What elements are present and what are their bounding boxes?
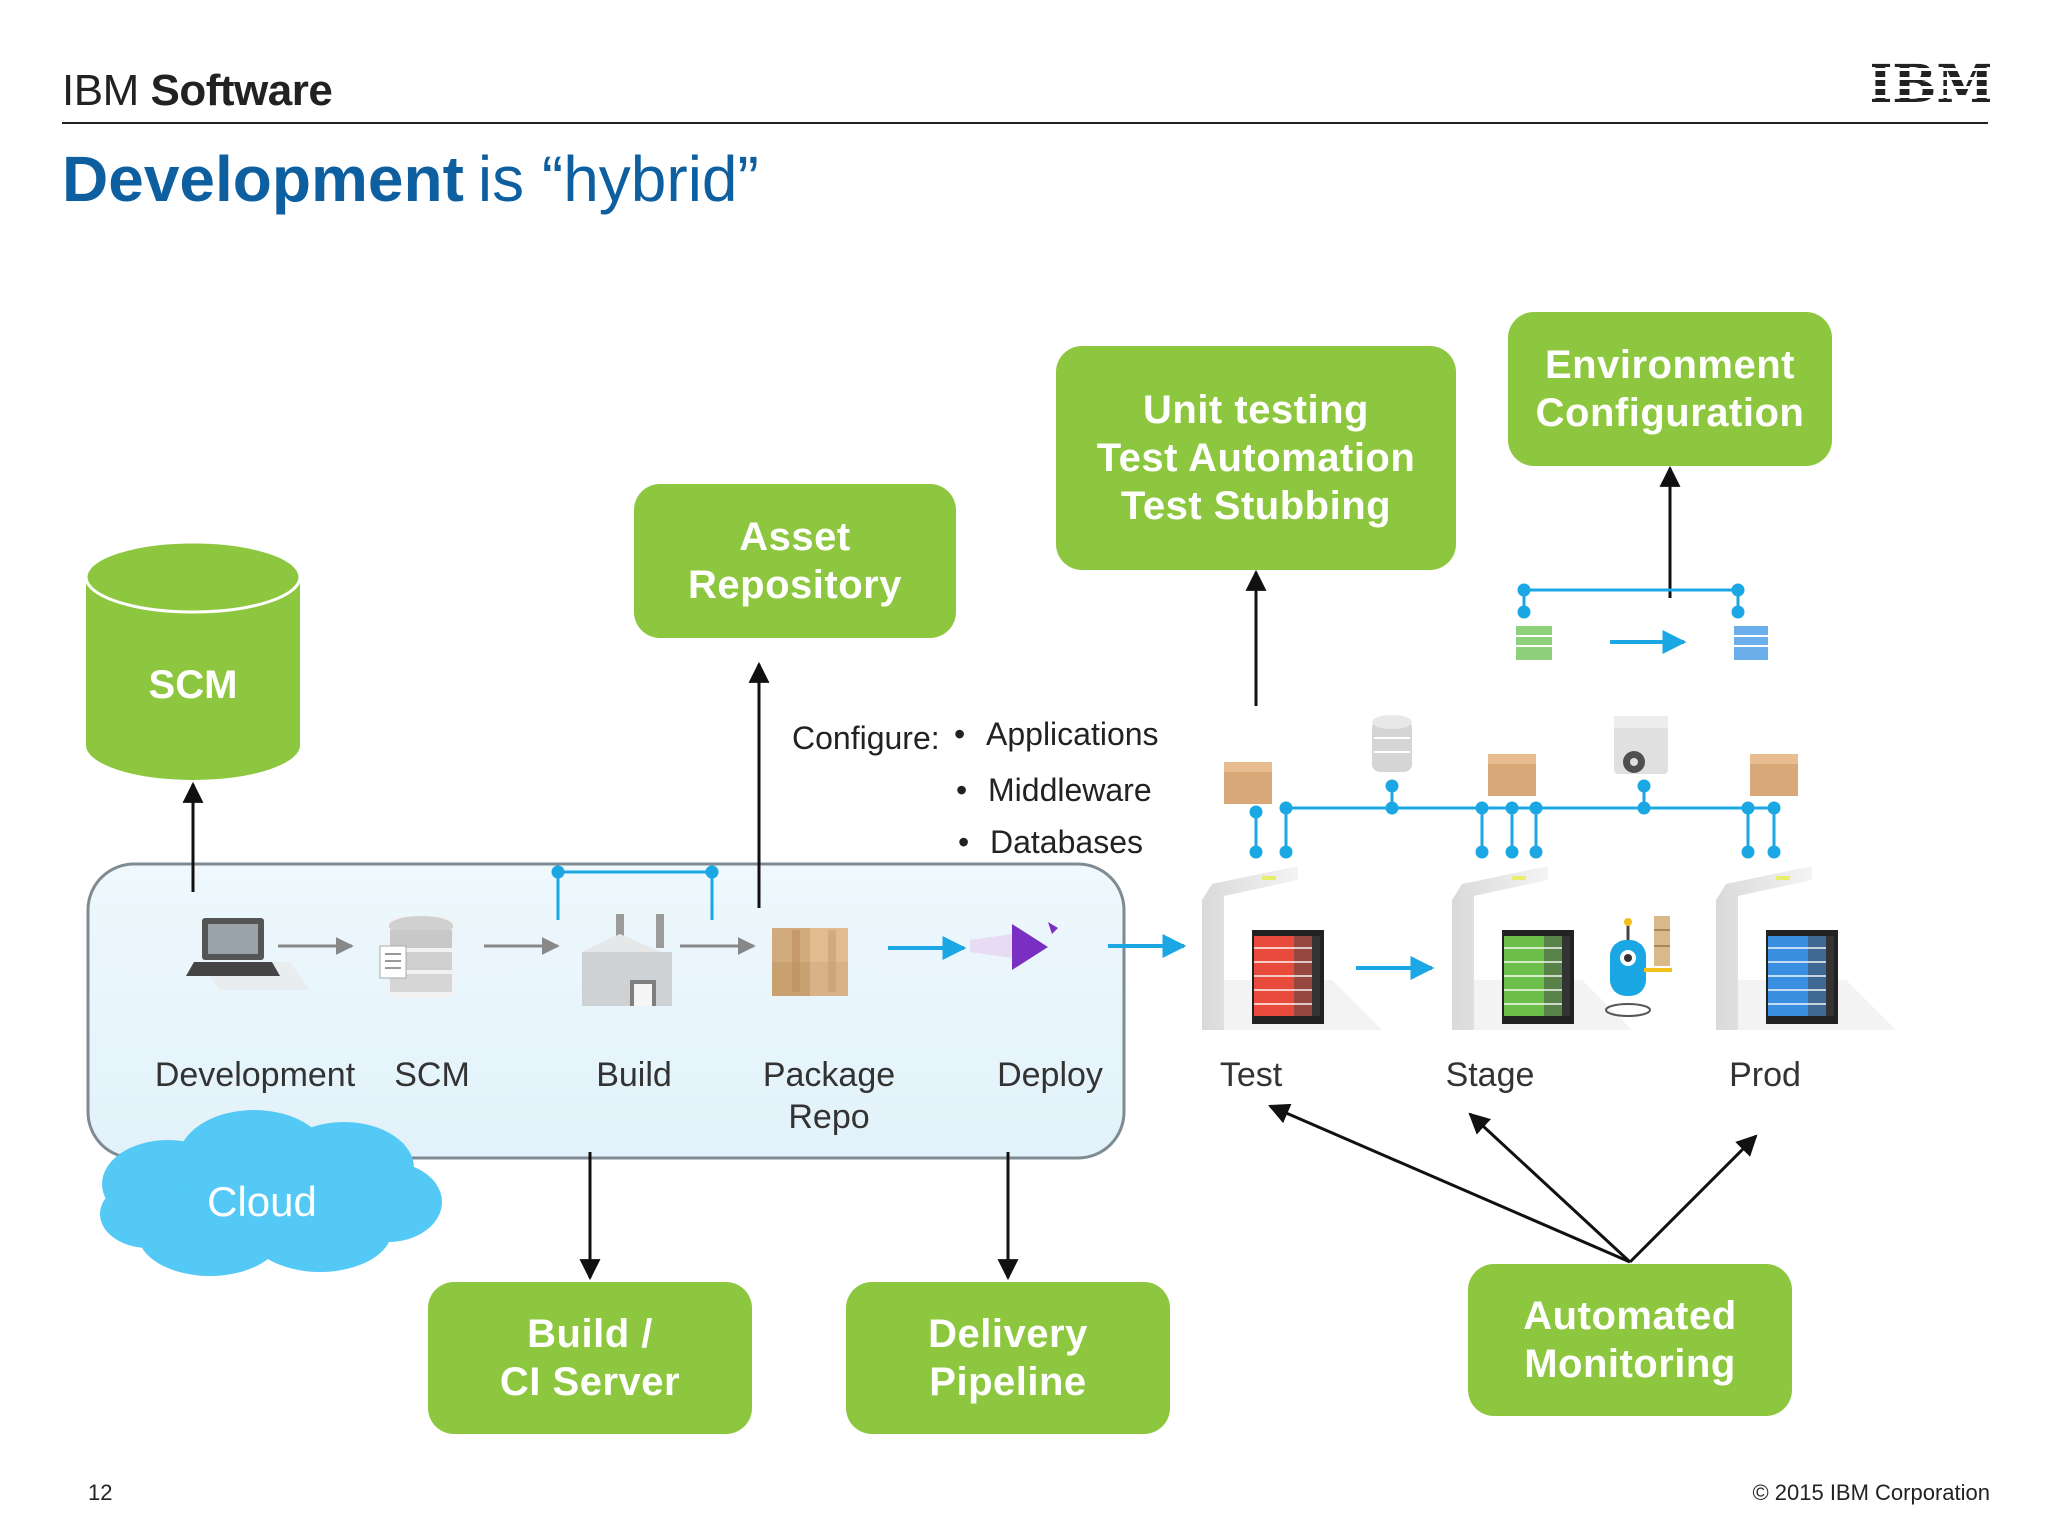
stage-label-repo: Repo [788,1098,870,1136]
gear-icon [1614,716,1668,774]
server-icon [379,916,454,998]
copyright: © 2015 IBM Corporation [1752,1480,1990,1505]
factory-icon [582,914,672,1006]
unit-testing-line3: Test Stubbing [1120,484,1392,528]
build-package-bracket [551,865,719,920]
ibm-logo: IBM [1872,58,1990,108]
unit-testing-line1: Unit testing [1143,388,1369,432]
asset-repo-line2: Repository [688,563,902,607]
configure-label: Configure: [792,720,940,756]
stage-label-deploy: Deploy [997,1056,1103,1094]
brand-software: Software [150,66,333,115]
scm-db-label: SCM [149,663,238,707]
delivery-line2: Pipeline [929,1360,1087,1404]
title-strong: Development [62,143,464,215]
unit-testing-box: Unit testing Test Automation Test Stubbi… [1056,346,1456,570]
deploy-arrow-icon [970,922,1058,970]
database-icon [1372,715,1412,772]
laptop-icon [186,918,310,990]
stage-label-package: Package [762,1056,896,1094]
delivery-pipeline-box: Delivery Pipeline [846,1282,1170,1434]
stage-label-development: Development [154,1056,356,1094]
package-box-icon [1224,754,1798,804]
page-number: 12 [88,1480,113,1505]
monitoring-line2: Monitoring [1524,1342,1736,1386]
configure-item-middleware: Middleware [956,772,1152,809]
build-ci-server-box: Build / CI Server [428,1282,752,1434]
env-network [1249,779,1781,859]
build-ci-line2: CI Server [499,1360,681,1404]
mini-server-blue-icon [1734,626,1768,660]
title-light: is “hybrid” [477,143,759,215]
arrow-monitor-to-test [1268,1103,1631,1264]
environment-gates [1202,866,1896,1030]
environment-configuration-box: Environment Configuration [1508,312,1832,466]
gate-prod-icon [1716,866,1896,1030]
gate-test-icon [1202,866,1382,1030]
brand-ibm: IBM [62,66,139,115]
ibm-logo-text: IBM [1872,58,1990,108]
stage-label-scm: SCM [394,1056,470,1094]
asset-repository-box: Asset Repository [634,484,956,638]
scm-database-icon [84,540,302,780]
automated-monitoring-box: Automated Monitoring [1468,1264,1792,1416]
unit-testing-line2: Test Automation [1096,436,1416,480]
delivery-line1: Delivery [928,1312,1088,1356]
env-config-network [1517,583,1745,619]
build-ci-line1: Build / [527,1312,653,1356]
cloud-icon [100,1110,442,1276]
robot-icon [1605,916,1672,1017]
asset-repo-line1: Asset [739,515,851,559]
configure-item-applications: Applications [954,716,1158,753]
env-label-prod: Prod [1729,1056,1801,1094]
configure-item-databases: Databases [958,824,1143,861]
cloud-label: Cloud [207,1178,317,1225]
header-rule [62,122,1988,124]
stage-label-build: Build [596,1056,672,1094]
env-config-line2: Configuration [1535,391,1805,435]
gate-stage-icon [1452,866,1632,1030]
boxes-icon [772,928,848,996]
arrow-monitor-to-stage [1468,1112,1632,1264]
env-label-stage: Stage [1445,1056,1535,1094]
arrow-monitor-to-prod [1628,1134,1758,1264]
monitoring-line1: Automated [1523,1294,1737,1338]
brand-header: IBM Software [62,66,333,116]
mini-server-green-icon [1516,626,1552,660]
env-label-test: Test [1219,1056,1283,1094]
env-config-line1: Environment [1545,343,1795,387]
